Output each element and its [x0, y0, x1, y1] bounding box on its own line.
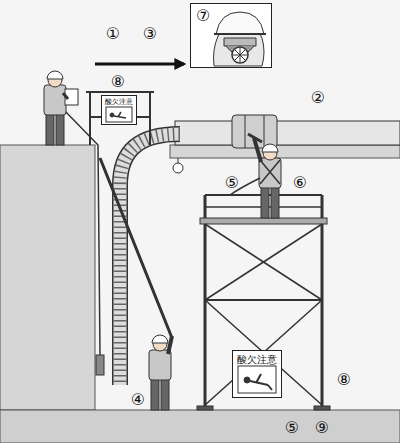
inset-panel: ⑦: [190, 3, 272, 68]
lifeline: [64, 110, 100, 355]
warning-sign: 酸欠注意: [232, 350, 282, 398]
hose: [120, 134, 180, 385]
supervisor: [44, 71, 78, 145]
sign-pictogram: [106, 107, 132, 122]
node-text: 酸欠注意: [237, 354, 277, 366]
pole: [100, 158, 172, 338]
sign-pictogram: [238, 366, 276, 393]
callout-number: ⑥: [293, 175, 307, 191]
worker: [149, 335, 172, 410]
node-text: ⑦: [196, 7, 210, 25]
callout-number: ⑨: [315, 420, 329, 436]
warning-sign: 酸欠注意: [101, 95, 137, 125]
ledge: [0, 145, 95, 410]
callout-number: ①: [106, 26, 120, 42]
node-text: 酸欠注意: [105, 98, 133, 106]
callout-number: ⑤: [285, 420, 299, 436]
pointer-arrow: [95, 63, 184, 66]
callout-number: ③: [143, 26, 157, 42]
callout-number: ⑧: [111, 74, 125, 90]
callout-number: ⑤: [225, 175, 239, 191]
callout-number: ⑧: [337, 372, 351, 388]
scaffold: [197, 195, 330, 410]
callout-number: ④: [131, 392, 145, 408]
mask-face: [190, 3, 272, 68]
callout-number: ②: [311, 90, 325, 106]
floor: [0, 410, 400, 443]
slab: [170, 145, 400, 158]
guardrail: [86, 92, 154, 145]
duct: [175, 121, 400, 145]
